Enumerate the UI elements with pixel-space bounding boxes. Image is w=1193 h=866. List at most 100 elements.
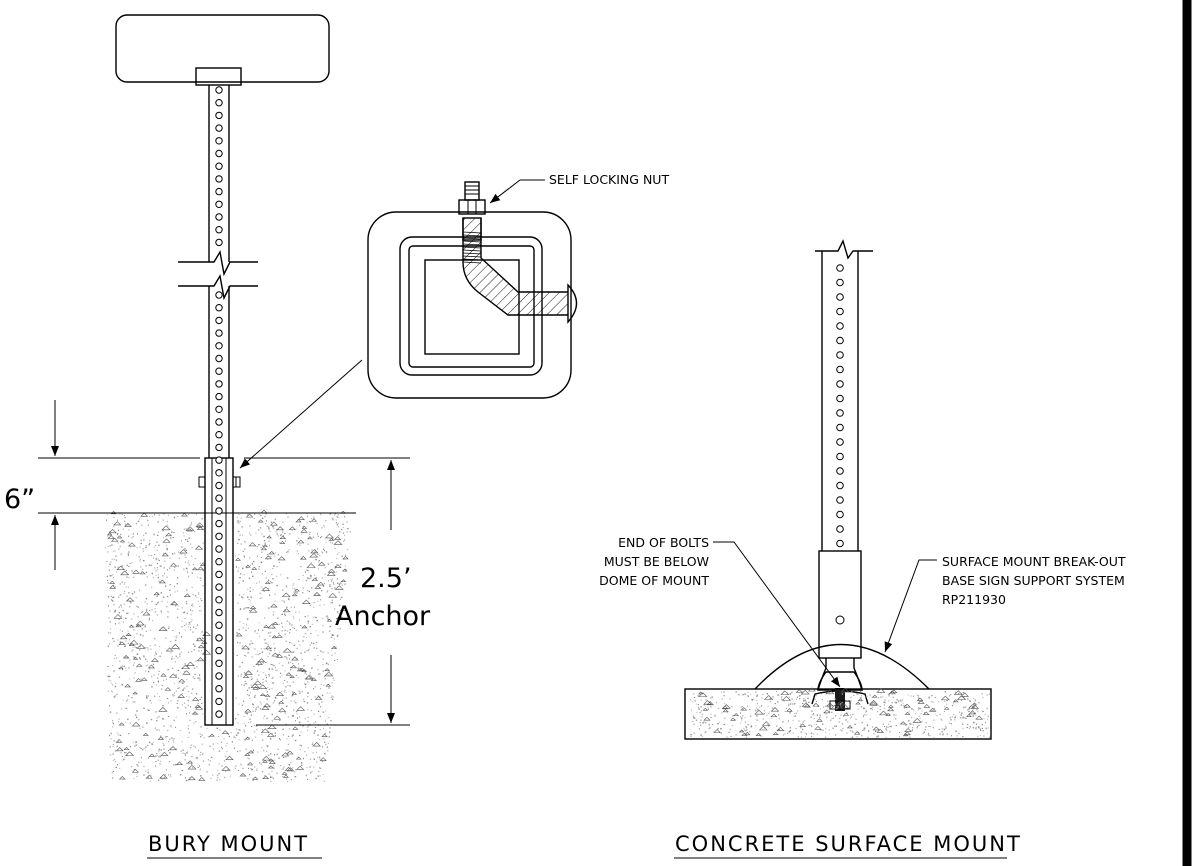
post-hole — [215, 213, 223, 221]
post-hole — [836, 409, 844, 417]
detail-leader-line — [239, 359, 363, 469]
surface-post-holes — [836, 264, 844, 548]
anchor-word-label: Anchor — [335, 601, 431, 632]
post-hole — [215, 443, 223, 452]
post-hole — [215, 405, 223, 413]
post-hole — [836, 539, 844, 548]
post-hole — [215, 583, 223, 591]
post-hole — [215, 86, 223, 94]
concrete-slab — [684, 688, 992, 740]
post-hole — [215, 608, 223, 617]
sleeve-cross-section-detail: SELF LOCKING NUT — [367, 172, 669, 399]
post-hole — [836, 467, 844, 475]
concrete-surface-mount-assembly: END OF BOLTS MUST BE BELOW DOME OF MOUNT… — [599, 239, 1126, 740]
mount-collar — [818, 550, 862, 659]
soil-speckle-texture — [104, 509, 352, 783]
post-hole — [215, 659, 223, 667]
post-hole — [215, 367, 223, 375]
post-hole — [215, 149, 223, 158]
end-of-bolts-label-3: DOME OF MOUNT — [599, 573, 709, 588]
sign-panel — [115, 14, 330, 83]
bury-mount-title: BURY MOUNT — [148, 832, 309, 856]
post-hole — [215, 418, 223, 426]
post-hole — [836, 510, 844, 519]
post-hole — [215, 342, 223, 350]
anchor-dimension — [244, 457, 410, 726]
upper-post — [208, 85, 230, 262]
end-of-bolts-leader — [713, 541, 841, 688]
post-hole — [215, 304, 223, 312]
concrete-surface-mount-title: CONCRETE SURFACE MOUNT — [675, 832, 1022, 856]
post-hole — [215, 672, 223, 680]
post-hole — [836, 336, 844, 345]
post-hole — [215, 200, 223, 209]
post-hole — [215, 162, 223, 170]
post-hole — [836, 293, 844, 301]
post-hole — [215, 137, 223, 145]
post-hole — [836, 322, 844, 330]
post-top-break — [815, 239, 873, 260]
post-hole — [836, 481, 844, 490]
post-hole — [836, 380, 844, 388]
post-hole — [215, 99, 223, 107]
anchor-length-label: 2.5’ — [360, 563, 412, 594]
post-hole — [215, 187, 223, 196]
post-hole — [215, 532, 223, 540]
post-hole — [215, 646, 223, 655]
post-hole — [215, 710, 223, 718]
post-hole — [836, 438, 844, 446]
post-hole — [215, 329, 223, 337]
end-of-bolts-label-2: MUST BE BELOW — [604, 554, 709, 569]
post-hole — [215, 111, 223, 120]
surface-mount-label-3: RP211930 — [942, 592, 1006, 607]
six-inch-dimension — [38, 400, 200, 570]
post-hole — [215, 469, 223, 477]
post-hole — [215, 392, 223, 401]
mount-dome — [754, 643, 930, 690]
post-hole — [836, 525, 844, 533]
lower-post — [208, 286, 230, 458]
post-hole — [215, 226, 223, 234]
anchor-bolt — [835, 688, 845, 711]
bent-bolt — [462, 217, 578, 324]
post-hole — [836, 264, 844, 272]
surface-mount-label-1: SURFACE MOUNT BREAK-OUT — [942, 554, 1126, 569]
post-hole — [215, 316, 223, 325]
post-hole — [215, 634, 223, 642]
post-hole — [836, 278, 844, 287]
post-hole — [215, 596, 223, 604]
post-hole — [836, 452, 844, 461]
bury-mount-assembly: 6” 2.5’ Anchor — [4, 14, 431, 783]
post-hole — [215, 558, 223, 566]
post-hole — [215, 507, 223, 515]
surface-mount-label-2: BASE SIGN SUPPORT SYSTEM — [942, 573, 1125, 588]
surface-mount-leader — [884, 559, 937, 653]
self-locking-nut-label: SELF LOCKING NUT — [549, 172, 669, 187]
post-hole — [215, 380, 223, 388]
post-hole — [836, 394, 844, 403]
post-hole — [215, 519, 223, 528]
post-holes — [215, 86, 223, 718]
post-hole — [215, 697, 223, 706]
post-hole — [215, 570, 223, 579]
post-hole — [215, 481, 223, 490]
post-hole — [836, 365, 844, 374]
post-hole — [836, 423, 844, 432]
post-hole — [215, 494, 223, 502]
sleeve-bolt — [198, 476, 241, 488]
surface-post — [821, 251, 859, 551]
self-locking-nut — [458, 181, 486, 215]
post-hole — [215, 291, 223, 299]
post-hole — [215, 238, 223, 247]
post-hole — [215, 124, 223, 132]
sign-bracket — [195, 67, 242, 86]
post-hole — [215, 456, 223, 464]
post-hole — [836, 496, 844, 504]
post-hole — [215, 354, 223, 363]
six-inch-label: 6” — [4, 484, 35, 515]
post-hole — [836, 351, 844, 359]
post-hole — [836, 307, 844, 316]
post-hole — [215, 431, 223, 439]
break-symbol — [178, 250, 258, 301]
